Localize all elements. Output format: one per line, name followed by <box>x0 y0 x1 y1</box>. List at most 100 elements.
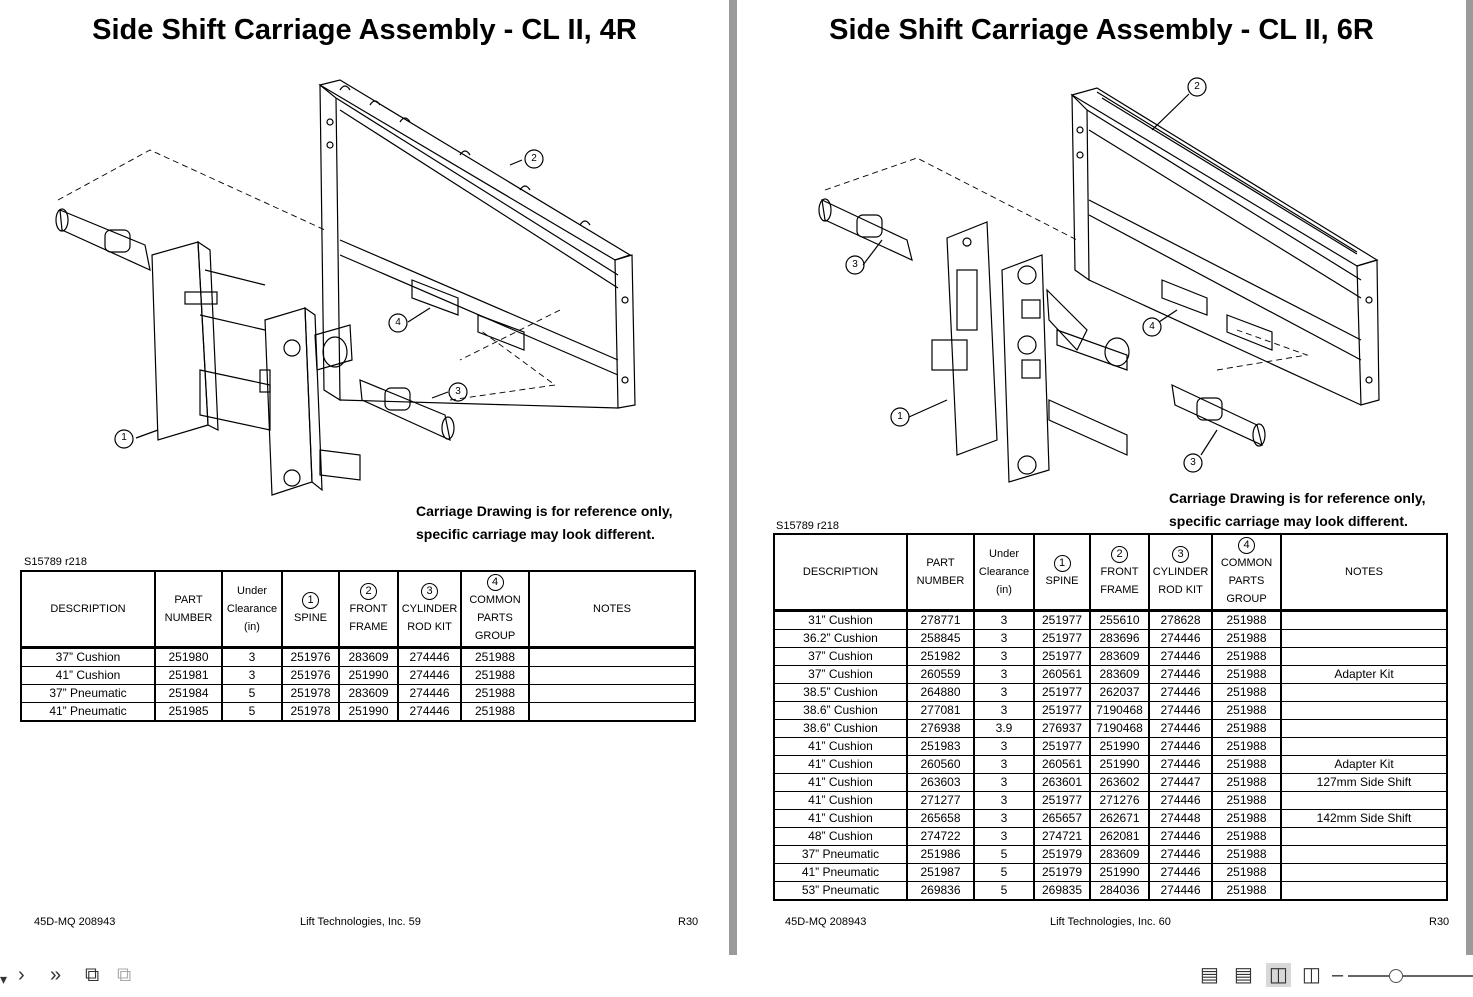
footer-revision: R30 <box>678 916 699 928</box>
cell-under-clearance: 3 <box>973 683 1035 702</box>
carriage-drawing-6r <box>818 77 1380 483</box>
two-page-view-icon[interactable]: ◫ <box>1266 963 1291 987</box>
cell-spine: 274721 <box>1033 827 1091 846</box>
cell-description: 41” Cushion <box>773 737 908 756</box>
cell-spine: 251977 <box>1033 647 1091 666</box>
continuous-view-icon[interactable]: ▤ <box>1234 964 1253 986</box>
zoom-out-icon[interactable]: – <box>1332 964 1344 986</box>
cell-spine: 251977 <box>1033 701 1091 720</box>
cell-common-parts-group: 251988 <box>1211 701 1282 720</box>
cell-part-number: 251980 <box>154 647 223 667</box>
cell-part-number: 265658 <box>906 809 975 828</box>
callout-4: 4 <box>1149 321 1155 332</box>
zoom-slider-handle[interactable] <box>1389 969 1403 983</box>
callout-4: 4 <box>395 317 401 328</box>
cell-under-clearance: 3 <box>973 755 1035 774</box>
cell-spine: 251977 <box>1033 791 1091 810</box>
next-page-icon[interactable]: › <box>18 964 25 986</box>
cell-cylinder-rod-kit: 274446 <box>1148 755 1213 774</box>
prev-page-icon[interactable]: ▾ <box>0 971 8 987</box>
cell-front-frame: 251990 <box>1089 863 1150 882</box>
cell-under-clearance: 3 <box>973 737 1035 756</box>
cell-part-number: 251987 <box>906 863 975 882</box>
note-line-2: specific carriage may look different. <box>416 526 655 542</box>
document-page-59: Side Shift Carriage Assembly - CL II, 4R <box>0 0 729 955</box>
cell-spine: 260561 <box>1033 755 1091 774</box>
cell-part-number: 251984 <box>154 684 223 703</box>
cell-common-parts-group: 251988 <box>1211 629 1282 648</box>
cell-cylinder-rod-kit: 274446 <box>1148 737 1213 756</box>
cell-front-frame: 251990 <box>1089 755 1150 774</box>
cell-part-number: 269836 <box>906 881 975 901</box>
cell-front-frame: 262081 <box>1089 827 1150 846</box>
cell-description: 37” Pneumatic <box>773 845 908 864</box>
viewer-toolbar: ▾ › » ⧉ ⧉ ▤ ▤ ◫ ◫ – <box>0 955 1473 997</box>
col-header-description: DESCRIPTION <box>20 570 156 649</box>
cell-description: 37” Cushion <box>20 647 156 667</box>
cell-cylinder-rod-kit: 274446 <box>1148 647 1213 666</box>
cell-notes <box>1280 827 1448 846</box>
cell-cylinder-rod-kit: 278628 <box>1148 610 1213 630</box>
cell-cylinder-rod-kit: 274446 <box>397 684 462 703</box>
cell-front-frame: 263602 <box>1089 773 1150 792</box>
cell-front-frame: 251990 <box>338 702 399 722</box>
rotate-page-icon[interactable]: ⧉ <box>85 964 100 986</box>
cell-front-frame: 251990 <box>338 666 399 685</box>
cell-common-parts-group: 251988 <box>1211 863 1282 882</box>
cell-part-number: 251985 <box>154 702 223 722</box>
cell-common-parts-group: 251988 <box>460 647 530 667</box>
zoom-slider[interactable] <box>1348 975 1473 977</box>
cell-under-clearance: 3 <box>973 665 1035 684</box>
last-page-icon[interactable]: » <box>50 964 62 986</box>
cell-common-parts-group: 251988 <box>1211 809 1282 828</box>
cell-cylinder-rod-kit: 274446 <box>1148 629 1213 648</box>
cell-common-parts-group: 251988 <box>1211 791 1282 810</box>
reference-note: Carriage Drawing is for reference only, … <box>416 500 673 546</box>
two-page-continuous-view-icon[interactable]: ◫ <box>1302 964 1321 986</box>
cell-notes: 127mm Side Shift <box>1280 773 1448 792</box>
cell-cylinder-rod-kit: 274446 <box>1148 791 1213 810</box>
cell-common-parts-group: 251988 <box>1211 827 1282 846</box>
cell-under-clearance: 3 <box>973 809 1035 828</box>
page-title: Side Shift Carriage Assembly - CL II, 4R <box>92 14 637 46</box>
cell-notes: Adapter Kit <box>1280 665 1448 684</box>
copy-page-icon[interactable]: ⧉ <box>117 964 132 986</box>
cell-description: 36.2” Cushion <box>773 629 908 648</box>
cell-under-clearance: 3.9 <box>973 719 1035 738</box>
cell-part-number: 251986 <box>906 845 975 864</box>
col-header-notes: NOTES <box>1280 533 1448 612</box>
note-line-1: Carriage Drawing is for reference only, <box>416 503 673 519</box>
callout-3-rod: 3 <box>1190 457 1196 468</box>
cell-spine: 265657 <box>1033 809 1091 828</box>
cell-cylinder-rod-kit: 274447 <box>1148 773 1213 792</box>
cell-notes <box>1280 881 1448 901</box>
cell-common-parts-group: 251988 <box>1211 845 1282 864</box>
cell-common-parts-group: 251988 <box>1211 665 1282 684</box>
cell-front-frame: 255610 <box>1089 610 1150 630</box>
single-page-view-icon[interactable]: ▤ <box>1200 964 1219 986</box>
cell-spine: 251977 <box>1033 737 1091 756</box>
cell-description: 41” Pneumatic <box>20 702 156 722</box>
cell-notes <box>528 647 696 667</box>
note-line-1: Carriage Drawing is for reference only, <box>1169 490 1426 506</box>
cell-under-clearance: 3 <box>221 666 283 685</box>
note-line-2: specific carriage may look different. <box>1169 513 1408 529</box>
cell-description: 41” Cushion <box>773 755 908 774</box>
cell-notes <box>1280 701 1448 720</box>
cell-part-number: 251981 <box>154 666 223 685</box>
